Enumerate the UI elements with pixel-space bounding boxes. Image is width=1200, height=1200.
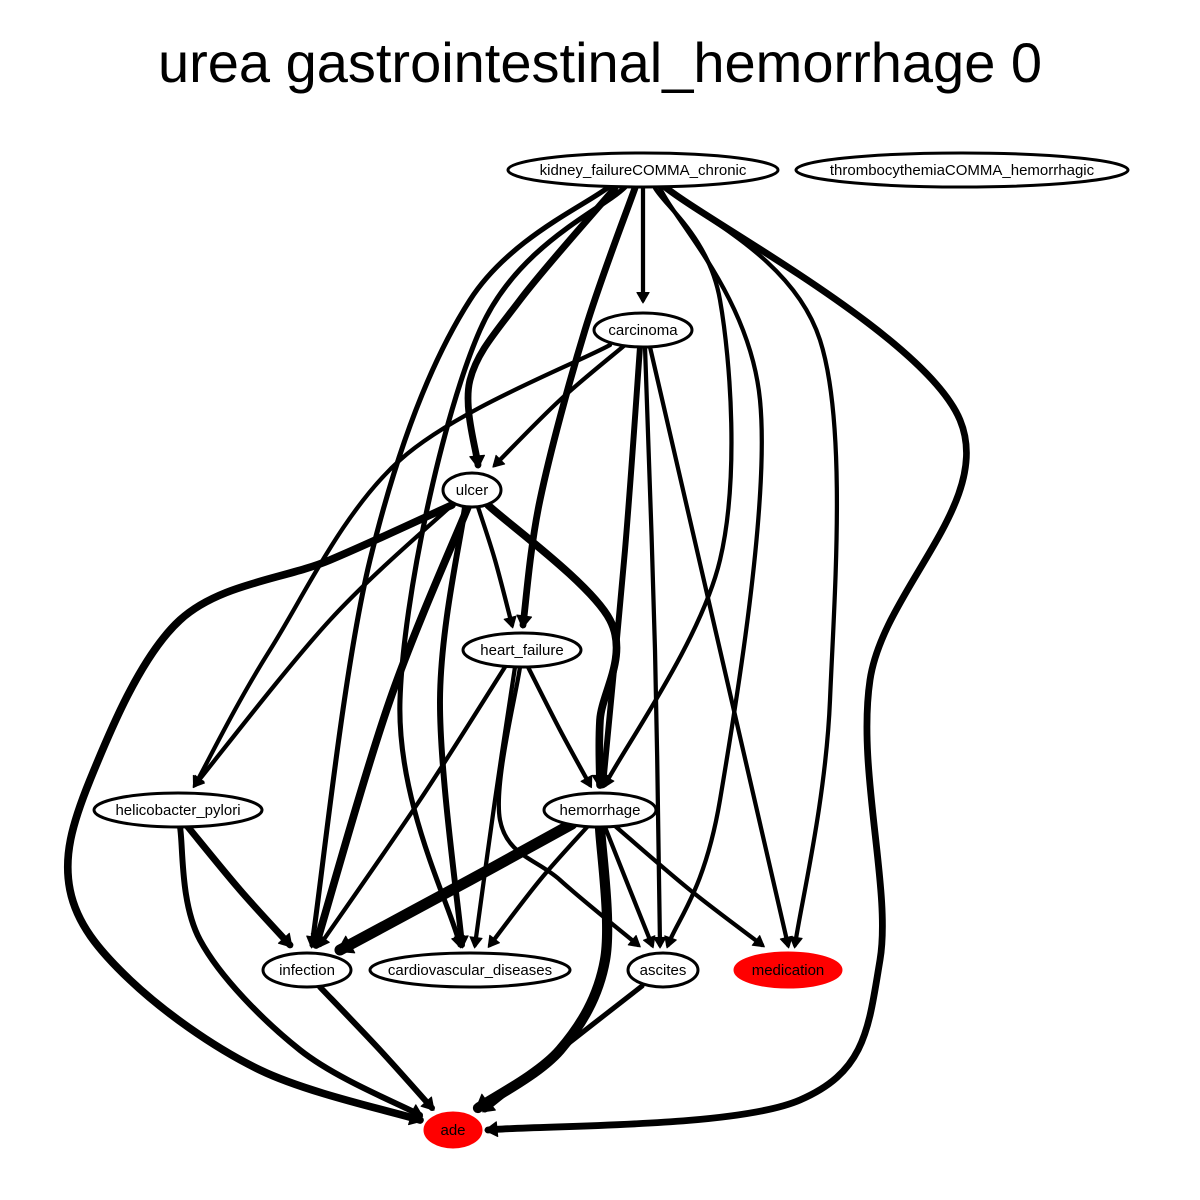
node-carcinoma: carcinoma (592, 311, 694, 349)
node-label: ulcer (456, 482, 489, 499)
arrowhead (469, 454, 486, 469)
edge-heart_failure-to-cardiovascular_diseases (469, 664, 518, 949)
node-label: cardiovascular_diseases (388, 962, 552, 979)
arrowhead (492, 454, 506, 468)
edge-infection-to-ade (317, 984, 435, 1111)
arrowhead (482, 1099, 496, 1113)
node-shape (92, 791, 264, 829)
arrowhead (580, 774, 593, 789)
node-label: heart_failure (480, 642, 563, 659)
edge-ascites-to-ade (482, 983, 645, 1113)
node-label: thrombocythemiaCOMMA_hemorrhagic (830, 162, 1095, 179)
node-shape (794, 151, 1130, 189)
arrowhead (192, 774, 206, 788)
edge-ulcer-to-heart_failure (475, 504, 517, 629)
node-medication: medication (733, 951, 843, 989)
edge-kidney_failure-to-ulcer (464, 184, 619, 469)
node-cardiovascular_diseases: cardiovascular_diseases (368, 951, 572, 989)
arrowhead (636, 291, 650, 304)
edge-ulcer-to-infection (310, 503, 472, 949)
arrowhead (627, 934, 641, 948)
edges-layer (63, 182, 970, 1137)
node-shape (542, 791, 658, 829)
arrowhead (469, 936, 483, 949)
edge-heart_failure-to-infection (317, 664, 508, 948)
arrowhead (484, 1121, 499, 1137)
edge-hemorrhage-to-infection (334, 818, 578, 956)
node-label: carcinoma (608, 322, 678, 339)
node-thrombocythemia: thrombocythemiaCOMMA_hemorrhagic (794, 151, 1130, 189)
node-label: ascites (640, 962, 687, 979)
edge-helicobacter_pylori-to-infection (184, 823, 294, 949)
arrowhead (277, 932, 293, 948)
edge-helicobacter_pylori-to-ade (177, 824, 424, 1118)
node-shape (423, 1111, 483, 1149)
arrowhead (664, 935, 677, 949)
node-label: medication (752, 962, 825, 979)
arrowhead (751, 935, 765, 948)
node-hemorrhage: hemorrhage (542, 791, 658, 829)
arrowhead (789, 936, 803, 949)
arrowhead (653, 936, 667, 949)
node-label: infection (279, 962, 335, 979)
node-shape (261, 951, 353, 989)
node-label: kidney_failureCOMMA_chronic (540, 162, 747, 179)
edge-hemorrhage-to-medication (612, 823, 765, 948)
nodes-layer: kidney_failureCOMMA_chronic thrombocythem… (92, 151, 1130, 1149)
arrowhead (408, 1104, 424, 1118)
arrowhead (779, 935, 793, 949)
node-kidney_failure: kidney_failureCOMMA_chronic (506, 151, 780, 189)
node-shape (733, 951, 843, 989)
arrowhead (420, 1096, 435, 1111)
edge-carcinoma-to-ulcer (492, 342, 628, 468)
edge-kidney_failure-to-medication (662, 184, 840, 949)
node-label: helicobacter_pylori (115, 802, 240, 819)
node-helicobacter_pylori: helicobacter_pylori (92, 791, 264, 829)
node-ascites: ascites (626, 951, 700, 989)
edge-hemorrhage-to-ascites (602, 824, 656, 949)
arrowhead (591, 774, 609, 789)
node-heart_failure: heart_failure (461, 631, 583, 669)
node-label: ade (440, 1122, 465, 1139)
edge-ulcer-to-helicobacter_pylori (192, 502, 455, 788)
arrowhead (453, 935, 469, 949)
arrowhead (503, 615, 517, 629)
node-ade: ade (423, 1111, 483, 1149)
node-shape (506, 151, 780, 189)
edge-ulcer-to-hemorrhage (484, 501, 621, 789)
node-ulcer: ulcer (441, 471, 503, 509)
arrowhead (516, 614, 533, 629)
node-infection: infection (261, 951, 353, 989)
diagram-title: urea gastrointestinal_hemorrhage 0 (157, 31, 1043, 94)
arrowhead (643, 935, 656, 949)
node-shape (626, 951, 700, 989)
node-shape (592, 311, 694, 349)
edge-carcinoma-to-medication (647, 344, 793, 949)
node-shape (461, 631, 583, 669)
edge-kidney_failure-to-hemorrhage (602, 185, 734, 789)
edge-kidney_failure-to-ade (484, 183, 970, 1137)
edge-hemorrhage-to-cardiovascular_diseases (487, 823, 591, 948)
edge-kidney_failure-to-ascites (657, 185, 764, 949)
edge-kidney_failure-to-heart_failure (516, 184, 639, 629)
arrowhead (487, 934, 500, 948)
node-shape (368, 951, 572, 989)
edge-heart_failure-to-hemorrhage (525, 664, 593, 789)
node-label: hemorrhage (560, 802, 641, 819)
edge-kidney_failure-to-carcinoma (636, 182, 650, 304)
node-shape (441, 471, 503, 509)
arrowhead (317, 934, 330, 948)
arrowhead (336, 935, 356, 954)
edge-carcinoma-to-ascites (642, 344, 667, 949)
